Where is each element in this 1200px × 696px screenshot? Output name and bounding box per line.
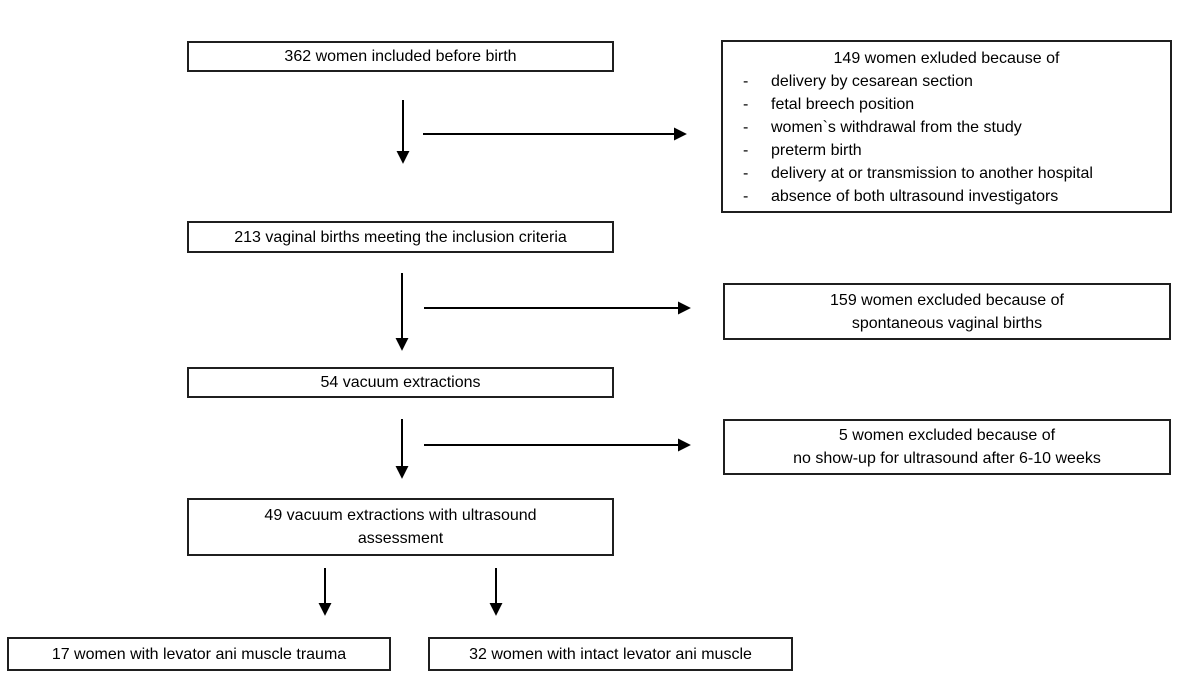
exclusion-list-item: - preterm birth (723, 139, 1170, 162)
box-vaginal-births: 213 vaginal births meeting the inclusion… (187, 221, 614, 253)
excluded-spontaneous-line1: 159 women excluded because of (830, 291, 1064, 309)
exclusion-item-label: delivery at or transmission to another h… (771, 165, 1093, 182)
box-excluded-before-birth: 149 women exluded because of - delivery … (721, 40, 1172, 213)
box-levator-intact-label: 32 women with intact levator ani muscle (469, 645, 752, 663)
exclusion-list-item: - absence of both ultrasound investigato… (723, 185, 1170, 208)
bullet-dash: - (743, 188, 749, 205)
box-vacuum-label: 54 vacuum extractions (320, 374, 481, 391)
box-included-before-birth: 362 women included before birth (187, 41, 614, 72)
excluded-spontaneous-line2: spontaneous vaginal births (851, 314, 1043, 332)
exclusion-item-label: preterm birth (771, 142, 862, 159)
box-excluded-noshow: 5 women excluded because of no show-up f… (723, 419, 1171, 475)
exclusion-list-item: - delivery at or transmission to another… (723, 162, 1170, 185)
bullet-dash: - (743, 142, 749, 159)
exclusion-item-label: delivery by cesarean section (771, 73, 973, 90)
exclusion-list-item: - women`s withdrawal from the study (723, 116, 1170, 139)
excluded-noshow-line1: 5 women excluded because of (838, 427, 1056, 444)
exclusion-list-item: - delivery by cesarean section (723, 70, 1170, 93)
exclusion-item-label: fetal breech position (771, 96, 915, 113)
exclusion-item-label: absence of both ultrasound investigators (771, 188, 1059, 205)
exclusion-item-label: women`s withdrawal from the study (771, 119, 1022, 136)
vacuum-ultrasound-line1: 49 vacuum extractions with ultrasound (264, 507, 537, 524)
excluded-noshow-line2: no show-up for ultrasound after 6-10 wee… (793, 450, 1101, 467)
exclusion-list-item: - fetal breech position (723, 93, 1170, 116)
bullet-dash: - (743, 73, 749, 90)
box-excluded-spontaneous: 159 women excluded because of spontaneou… (723, 283, 1171, 340)
box-vaginal-births-label: 213 vaginal births meeting the inclusion… (234, 228, 567, 246)
box-levator-trauma-label: 17 women with levator ani muscle trauma (51, 645, 347, 663)
box-vacuum-extractions: 54 vacuum extractions (187, 367, 614, 398)
bullet-dash: - (743, 165, 749, 182)
excluded-birth-title: 149 women exluded because of (833, 50, 1060, 67)
bullet-dash: - (743, 119, 749, 136)
vacuum-ultrasound-line2: assessment (357, 530, 444, 547)
bullet-dash: - (743, 96, 749, 113)
box-included-label: 362 women included before birth (284, 48, 517, 65)
box-vacuum-ultrasound: 49 vacuum extractions with ultrasound as… (187, 498, 614, 556)
box-levator-trauma: 17 women with levator ani muscle trauma (7, 637, 391, 671)
box-levator-intact: 32 women with intact levator ani muscle (428, 637, 793, 671)
